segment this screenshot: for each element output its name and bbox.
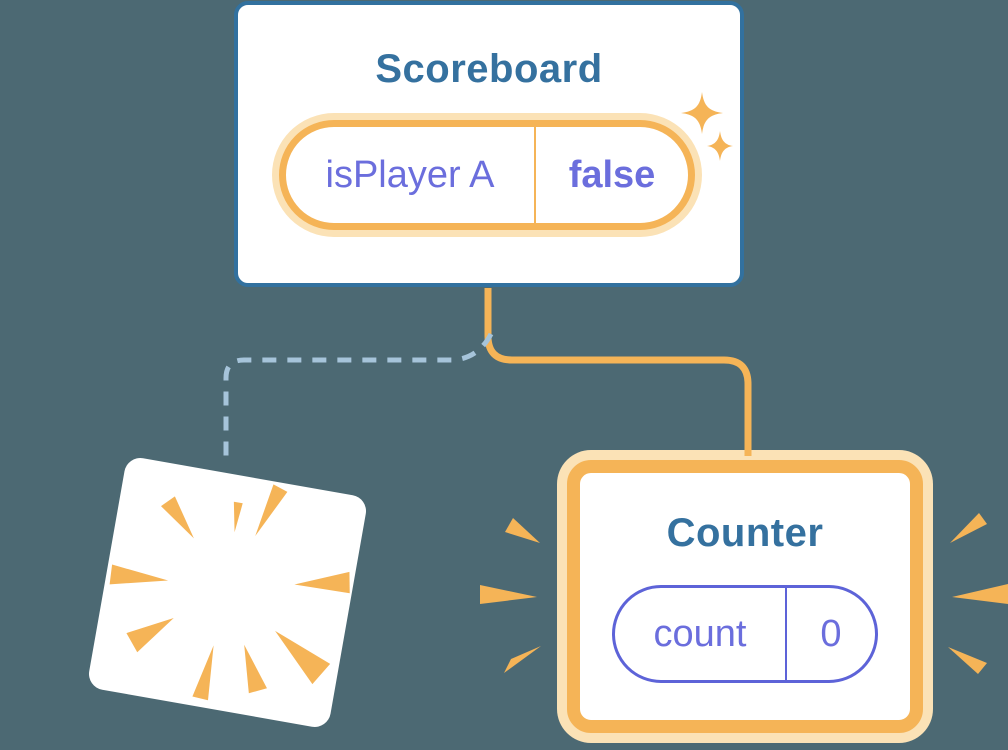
scoreboard-title: Scoreboard xyxy=(375,47,603,91)
emphasis-marks-left xyxy=(480,518,541,673)
emphasis-marks-right xyxy=(948,513,1008,674)
starburst-icon xyxy=(109,484,350,701)
counter-state-value: 0 xyxy=(820,612,842,655)
scoreboard-card: Scoreboard isPlayer A false xyxy=(234,1,744,287)
destroyed-component-card xyxy=(86,455,369,730)
counter-card: Counter count 0 xyxy=(567,460,923,733)
pill-divider xyxy=(534,127,536,223)
pill-divider xyxy=(785,588,787,680)
counter-title: Counter xyxy=(666,511,824,555)
connector-active-line xyxy=(484,288,752,456)
counter-state-pill: count 0 xyxy=(612,585,878,683)
scoreboard-state-value: false xyxy=(568,153,656,196)
scoreboard-state-pill: isPlayer A false xyxy=(279,120,695,230)
scoreboard-state-label: isPlayer A xyxy=(325,153,495,196)
connector-removed-line xyxy=(223,332,494,462)
counter-state-label: count xyxy=(653,612,747,655)
